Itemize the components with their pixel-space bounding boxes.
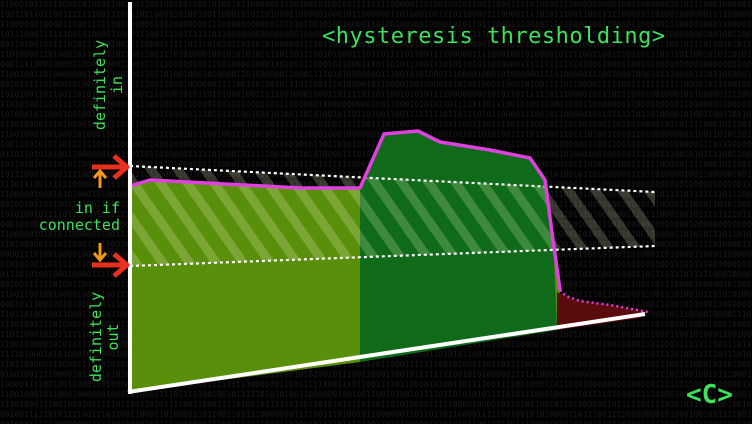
signal-curve-tail xyxy=(559,289,649,314)
region-red-tail xyxy=(557,292,648,330)
signal-curve xyxy=(129,129,562,291)
definitely-out-label: definitely out xyxy=(87,282,122,392)
down-arrow-icon xyxy=(92,243,108,263)
diagram-title: <hysteresis thresholding> xyxy=(322,24,666,49)
region-olive-right xyxy=(543,178,560,330)
logo: <C> xyxy=(686,380,733,410)
definitely-out-line-2: out xyxy=(104,323,122,351)
up-arrow-icon xyxy=(92,168,108,188)
definitely-out-line-1: definitely xyxy=(87,291,105,383)
hatched-band xyxy=(130,166,655,266)
upper-threshold-line xyxy=(129,164,656,194)
definitely-in-line-1: definitely xyxy=(91,39,109,131)
definitely-in-line-2: in xyxy=(108,75,126,95)
in-if-connected-line-2: connected xyxy=(38,216,120,234)
right-arrow-icon xyxy=(92,252,130,278)
right-arrow-icon xyxy=(92,154,130,180)
in-if-connected-label: in if connected xyxy=(14,200,120,234)
in-if-connected-line-1: in if xyxy=(74,199,120,217)
x-axis xyxy=(127,312,646,394)
definitely-in-label: definitely in xyxy=(91,30,126,140)
